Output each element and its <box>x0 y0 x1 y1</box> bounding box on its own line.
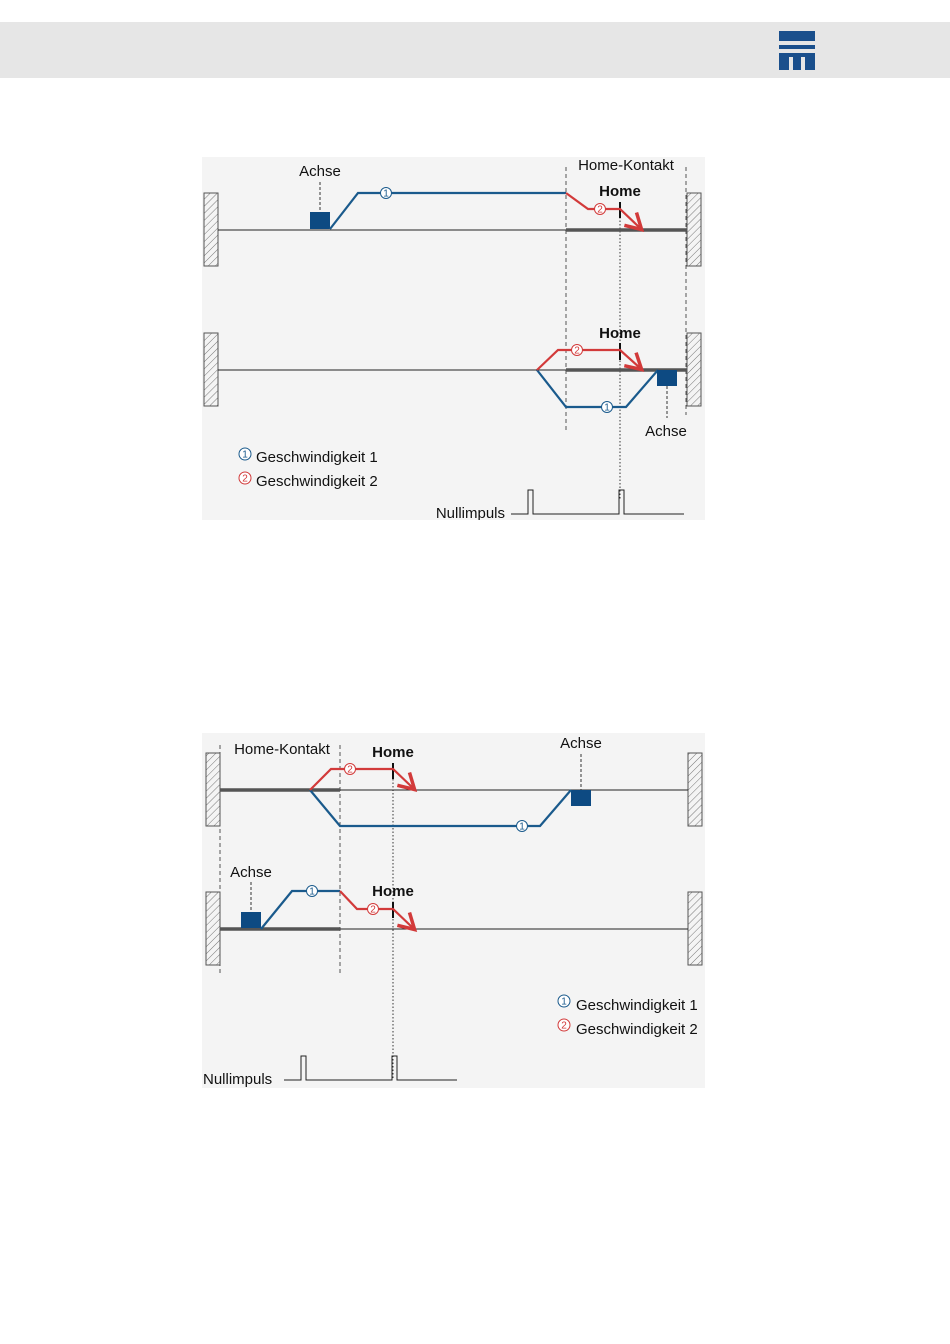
svg-text:1: 1 <box>309 887 315 898</box>
homing-diagram-2: Home-Kontakt Home Achse 1 2 Achse Home 1… <box>202 733 705 1088</box>
speed1-path <box>261 891 340 929</box>
svg-text:2: 2 <box>574 346 580 357</box>
svg-text:1: 1 <box>561 997 567 1008</box>
axis-block <box>657 370 677 386</box>
speed1-path <box>537 370 658 407</box>
home-contact-label: Home-Kontakt <box>578 157 675 174</box>
left-end-stop <box>204 333 218 406</box>
homing-diagram-1: Achse Home-Kontakt Home 1 2 Home 1 2 Ach… <box>202 157 705 520</box>
home-label: Home <box>372 744 414 761</box>
svg-text:2: 2 <box>597 205 603 216</box>
legend-speed1-label: Geschwindigkeit 1 <box>576 997 698 1014</box>
right-end-stop <box>688 753 702 826</box>
svg-text:1: 1 <box>519 822 525 833</box>
legend: 1 Geschwindigkeit 1 2 Geschwindigkeit 2 <box>558 995 698 1038</box>
legend: 1 Geschwindigkeit 1 2 Geschwindigkeit 2 <box>239 448 378 490</box>
left-end-stop <box>206 892 220 965</box>
legend-speed2-label: Geschwindigkeit 2 <box>576 1021 698 1038</box>
zero-pulse-label: Nullimpuls <box>203 1071 272 1088</box>
company-logo-icon <box>779 31 815 70</box>
speed2-path <box>537 350 640 370</box>
svg-text:2: 2 <box>347 765 353 776</box>
axis-label: Achse <box>645 423 687 440</box>
zero-pulse-label: Nullimpuls <box>436 505 505 520</box>
home-label: Home <box>372 883 414 900</box>
left-end-stop <box>206 753 220 826</box>
right-end-stop <box>687 193 701 266</box>
left-end-stop <box>204 193 218 266</box>
home-contact-label: Home-Kontakt <box>234 741 331 758</box>
right-end-stop <box>688 892 702 965</box>
axis-block <box>310 212 330 229</box>
zero-pulse-signal <box>511 490 684 514</box>
legend-speed1-label: Geschwindigkeit 1 <box>256 449 378 466</box>
axis-block <box>241 912 261 928</box>
svg-text:2: 2 <box>242 474 248 485</box>
svg-text:1: 1 <box>604 403 610 414</box>
svg-text:2: 2 <box>561 1021 567 1032</box>
speed1-path <box>310 790 571 826</box>
right-end-stop <box>687 333 701 406</box>
axis-block <box>571 790 591 806</box>
legend-speed2-label: Geschwindigkeit 2 <box>256 473 378 490</box>
axis-label: Achse <box>230 864 272 881</box>
axis-label: Achse <box>299 163 341 180</box>
svg-text:1: 1 <box>242 450 248 461</box>
speed1-path <box>330 193 566 229</box>
speed2-path <box>310 769 413 790</box>
svg-text:2: 2 <box>370 905 376 916</box>
home-label: Home <box>599 183 641 200</box>
svg-text:1: 1 <box>383 189 389 200</box>
home-label: Home <box>599 325 641 342</box>
zero-pulse-signal <box>284 1056 457 1080</box>
axis-label: Achse <box>560 735 602 752</box>
